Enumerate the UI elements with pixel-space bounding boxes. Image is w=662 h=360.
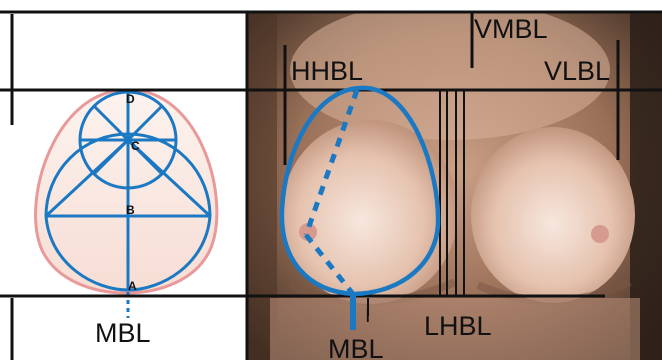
lhbl-label: LHBL xyxy=(424,311,492,341)
inferior-mark-label: I xyxy=(365,305,371,327)
left-mbl-label: MBL xyxy=(95,318,151,348)
point-a-label: A xyxy=(128,279,137,293)
right-breast xyxy=(471,127,635,303)
hhbl-label: HHBL xyxy=(291,56,363,86)
point-d-label: D xyxy=(126,92,135,106)
torso-photo xyxy=(247,0,662,360)
right-mbl-label: MBL xyxy=(328,334,384,360)
right-nipple xyxy=(591,225,609,243)
vlbl-label: VLBL xyxy=(544,56,610,86)
point-c-label: C xyxy=(131,139,140,153)
vmbl-label: VMBL xyxy=(474,14,548,44)
point-b-label: B xyxy=(126,203,135,217)
